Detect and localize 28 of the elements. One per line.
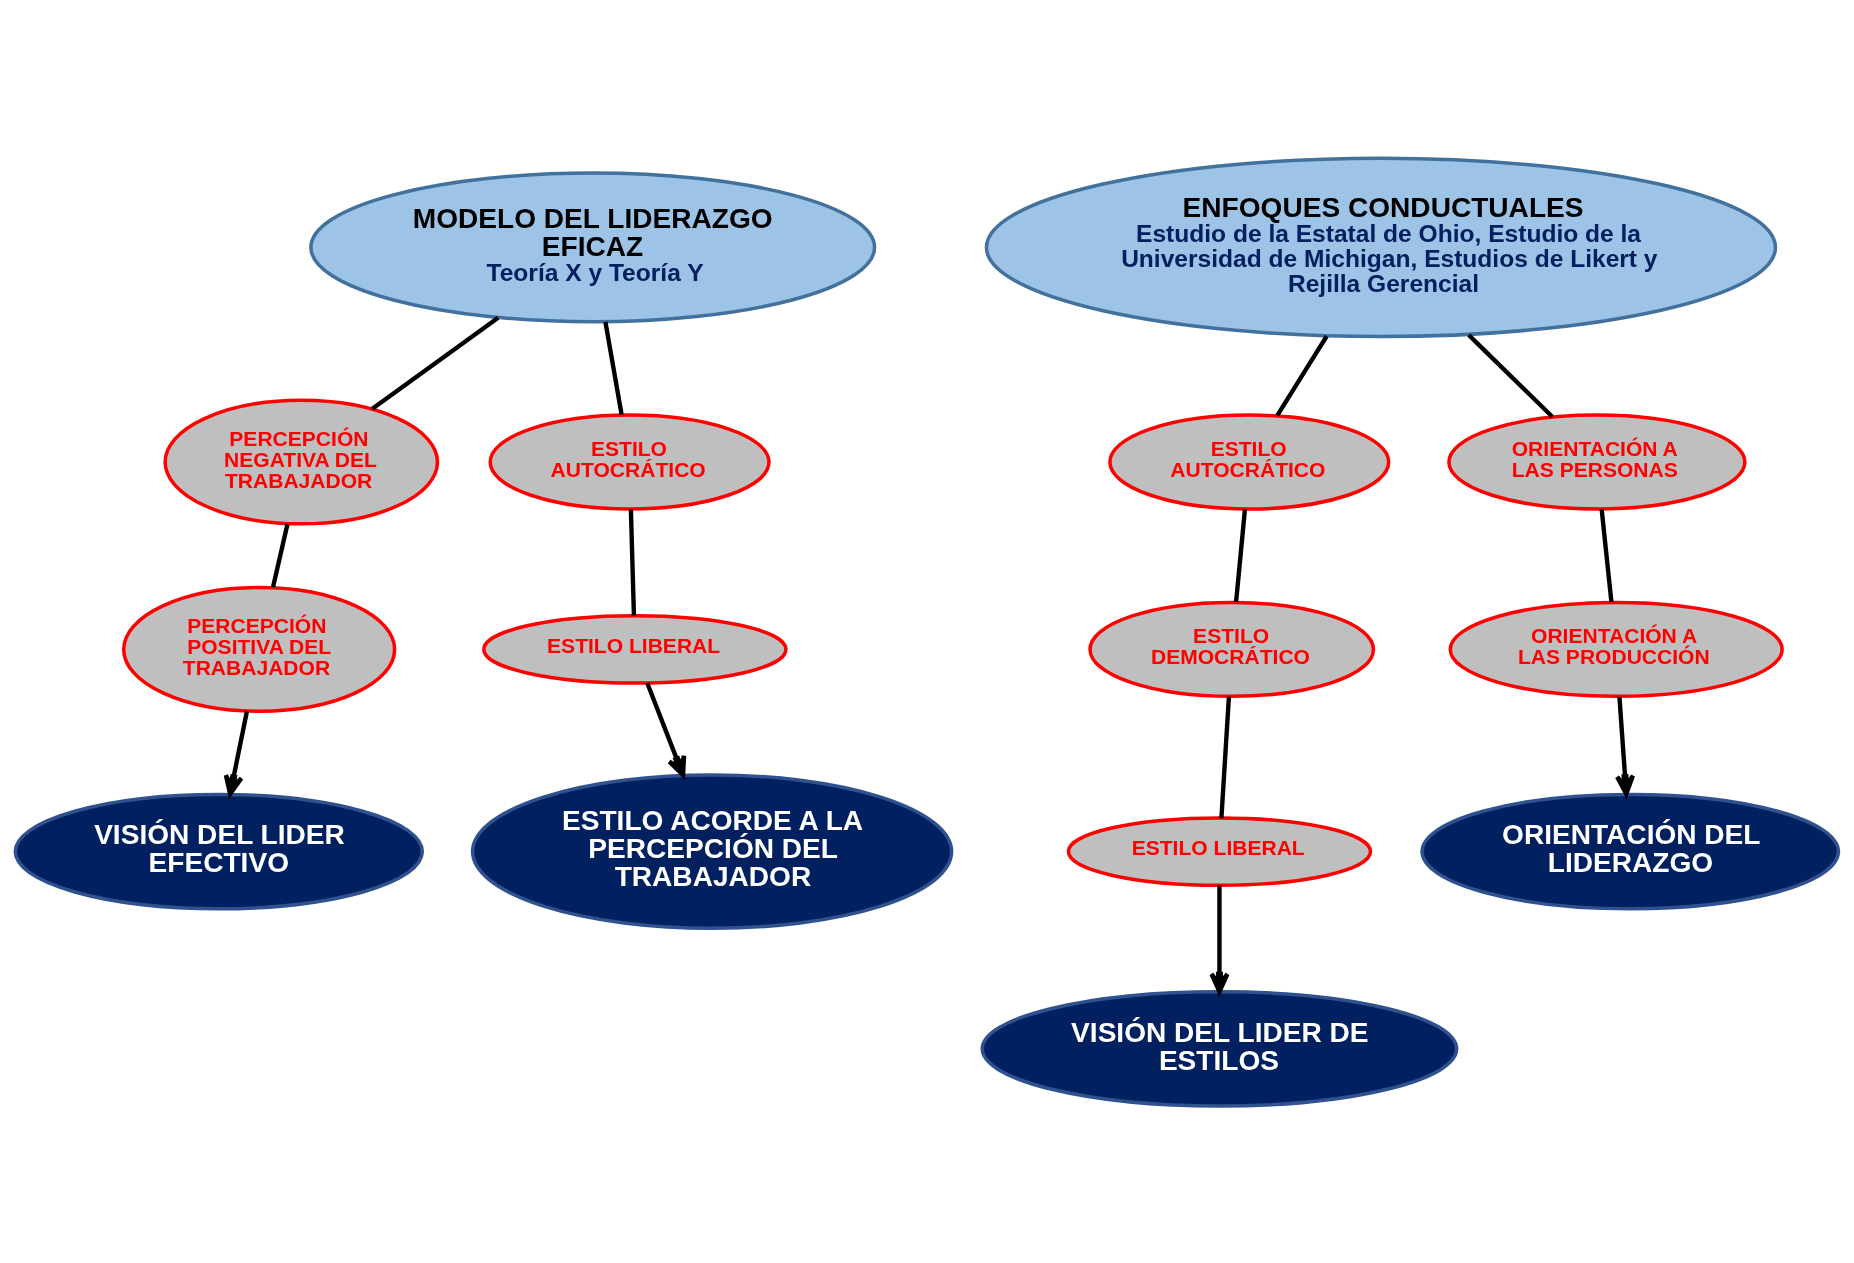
node-ellipse: PERCEPCIÓN POSITIVA DEL TRABAJADOR bbox=[122, 585, 397, 713]
connector bbox=[628, 508, 637, 615]
node-ellipse: VISIÓN DEL LIDER EFECTIVO bbox=[13, 792, 425, 910]
node-ellipse: VISIÓN DEL LIDER DE ESTILOS bbox=[980, 989, 1459, 1108]
node-ellipse: ORIENTACIÓN A LAS PRODUCCIÓN bbox=[1448, 600, 1784, 698]
arrow bbox=[223, 710, 250, 796]
arrow bbox=[1209, 884, 1230, 994]
node-ellipse: MODELO DEL LIDERAZGO EFICAZ Teoría X y Teoría Y bbox=[309, 170, 877, 323]
connector bbox=[1599, 508, 1614, 602]
connector bbox=[1275, 334, 1329, 417]
node-ellipse: ESTILO AUTOCRÁTICO bbox=[488, 412, 771, 511]
arrow bbox=[1614, 696, 1636, 796]
connector bbox=[270, 523, 290, 588]
arrow bbox=[645, 681, 687, 777]
connector bbox=[1467, 332, 1554, 418]
connector bbox=[603, 320, 624, 415]
connector bbox=[1219, 696, 1232, 818]
node-ellipse: ESTILO LIBERAL bbox=[482, 613, 788, 685]
node-ellipse: ESTILO DEMOCRÁTICO bbox=[1088, 600, 1376, 698]
connector bbox=[1233, 508, 1248, 602]
node-ellipse: ORIENTACIÓN DEL LIDERAZGO bbox=[1420, 792, 1841, 910]
node-ellipse: ESTILO LIBERAL bbox=[1066, 815, 1373, 887]
node-ellipse: ESTILO AUTOCRÁTICO bbox=[1108, 412, 1391, 511]
node-ellipse: PERCEPCIÓN NEGATIVA DEL TRABAJADOR bbox=[163, 397, 440, 526]
connector bbox=[371, 315, 500, 411]
node-ellipse: ENFOQUES CONDUCTUALES Estudio de la Estatal de Ohio, Estudio de la Universidad de Michigan, Estudios de Likert y Rejilla Gerencial bbox=[984, 155, 1778, 338]
node-ellipse: ESTILO ACORDE A LA PERCEPCIÓN DEL TRABAJADOR bbox=[470, 772, 954, 930]
node-ellipse: ORIENTACIÓN A LAS PERSONAS bbox=[1447, 412, 1747, 511]
